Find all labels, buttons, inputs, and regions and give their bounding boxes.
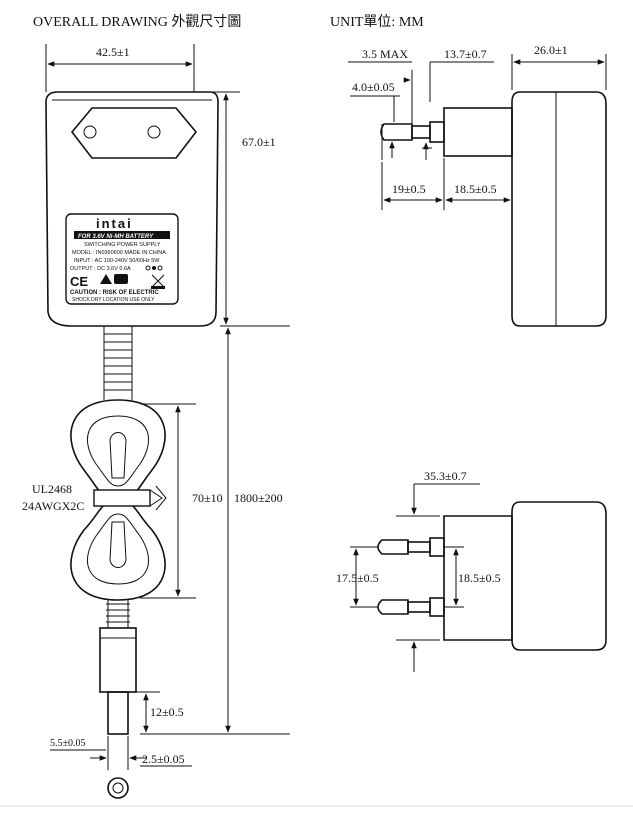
- pin-diameter-dim: 4.0±0.05: [352, 80, 395, 94]
- label-model: MODEL : IN0360600 MADE IN CHINA: [72, 250, 166, 256]
- front-view: 42.5±1 intai FOR 3.6V Ni-MH BATTERY SWIT…: [22, 44, 290, 799]
- plug-end-view: [107, 777, 129, 799]
- plug-face: [70, 107, 198, 159]
- label-brand: intai: [96, 216, 133, 231]
- warning-icon: [100, 274, 112, 284]
- top-body: [511, 501, 607, 651]
- drawing-title: OVERALL DRAWING 外觀尺寸圖: [33, 14, 241, 30]
- top-view: 35.3±0.7 17.5±0.5 18.5±0.5: [336, 469, 607, 672]
- label-input: INPUT : AC 100-240V 50/60Hz 5W: [74, 258, 160, 264]
- unit-label: UNIT單位: MM: [330, 14, 424, 30]
- pin-hole-right: [147, 125, 161, 139]
- label-type: SWITCHING POWER SUPPLY: [84, 242, 161, 248]
- top-pin-lower: [377, 597, 445, 617]
- battery-icon: [114, 274, 128, 284]
- bin-icon: [151, 274, 165, 288]
- front-width-dim: 42.5±1: [96, 45, 130, 59]
- plug-inner-dim: 2.5±0.05: [142, 752, 185, 766]
- cable-spec-line1: UL2468: [32, 482, 72, 496]
- pin-hole-left: [83, 125, 97, 139]
- base-spacing-dim: 18.5±0.5: [458, 571, 501, 585]
- pin-shoulder-dim: 13.7±0.7: [444, 47, 487, 61]
- coil-length-dim: 70±10: [192, 491, 223, 505]
- top-pin-upper: [377, 537, 445, 557]
- pin-tip-dim: 3.5 MAX: [362, 47, 408, 61]
- label-caution: CAUTION : RISK OF ELECTRIC: [70, 290, 159, 296]
- pin-base-dim: 18.5±0.5: [454, 182, 497, 196]
- side-view: 26.0±1 13.7±0.7 3.5 MAX 4.0±0.05 19±0.5 …: [348, 43, 607, 327]
- top-width-dim: 35.3±0.7: [424, 469, 467, 483]
- pin-length-dim: 19±0.5: [392, 182, 426, 196]
- side-pin: [380, 121, 445, 143]
- ce-mark: CE: [70, 274, 88, 289]
- label-product-line: FOR 3.6V Ni-MH BATTERY: [78, 234, 154, 240]
- strain-relief: [103, 326, 133, 400]
- dc-plug: [99, 600, 137, 799]
- pin-spacing-dim: 17.5±0.5: [336, 571, 379, 585]
- plug-length-dim: 12±0.5: [150, 705, 184, 719]
- side-body: [511, 91, 607, 327]
- cable-spec-line2: 24AWGX2C: [22, 499, 84, 513]
- coiled-cable: [70, 399, 167, 601]
- cable-length-dim: 1800±200: [234, 491, 283, 505]
- label-caution-line2: SHOCK DRY LOCATION USE ONLY: [72, 297, 155, 303]
- adapter-body: [45, 91, 219, 327]
- label-output: OUTPUT : DC 3.6V 0.6A: [70, 266, 131, 272]
- side-shoulder: [443, 107, 513, 157]
- side-body-depth-dim: 26.0±1: [534, 43, 568, 57]
- front-height-dim: 67.0±1: [242, 135, 276, 149]
- cable-tie: [93, 489, 151, 507]
- plug-outer-dim: 5.5±0.05: [50, 738, 86, 749]
- label-plate: intai FOR 3.6V Ni-MH BATTERY SWITCHING P…: [65, 213, 179, 305]
